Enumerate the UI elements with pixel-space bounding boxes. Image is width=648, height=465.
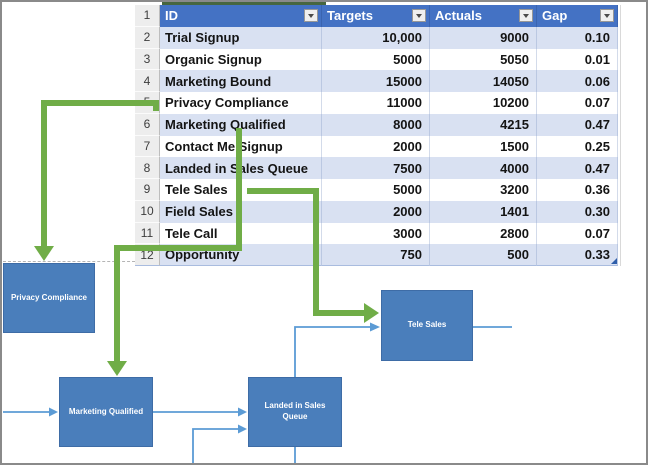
flow-box-landed-sales-queue[interactable]: Landed in Sales Queue bbox=[248, 377, 342, 447]
cell-actuals[interactable]: 3200 bbox=[430, 179, 537, 201]
cell-gap[interactable]: 0.25 bbox=[537, 135, 618, 158]
column-header-id[interactable]: ID bbox=[160, 5, 322, 27]
flow-arrow-bottom-into-landed[interactable] bbox=[192, 424, 247, 464]
row-header[interactable]: 3 bbox=[135, 48, 160, 71]
cell-targets[interactable]: 7500 bbox=[322, 157, 430, 179]
cell-gap[interactable]: 0.33 bbox=[537, 244, 618, 266]
cell-actuals[interactable]: 4215 bbox=[430, 113, 537, 136]
cell-targets[interactable]: 11000 bbox=[322, 92, 430, 114]
flow-box-privacy-compliance[interactable]: Privacy Compliance bbox=[3, 263, 95, 333]
filter-button[interactable] bbox=[519, 9, 533, 23]
cell-id[interactable]: Privacy Compliance bbox=[160, 92, 322, 114]
row-header[interactable]: 9 bbox=[135, 179, 160, 201]
cell-actuals[interactable]: 4000 bbox=[430, 157, 537, 179]
cell-actuals[interactable]: 9000 bbox=[430, 26, 537, 49]
cell-gap[interactable]: 0.06 bbox=[537, 70, 618, 92]
row-header[interactable]: 1 bbox=[135, 5, 160, 27]
cell-id[interactable]: Organic Signup bbox=[160, 48, 322, 71]
cell-targets[interactable]: 2000 bbox=[322, 200, 430, 223]
flow-box-marketing-qualified[interactable]: Marketing Qualified bbox=[59, 377, 153, 447]
connector-row9-to-tele-sales[interactable] bbox=[247, 188, 379, 323]
cell-gap[interactable]: 0.07 bbox=[537, 92, 618, 114]
filter-button[interactable] bbox=[304, 9, 318, 23]
flow-box-label: Marketing Qualified bbox=[68, 406, 144, 416]
cell-id[interactable]: Marketing Qualified bbox=[160, 113, 322, 136]
cell-targets[interactable]: 2000 bbox=[322, 135, 430, 158]
flow-box-tele-sales[interactable]: Tele Sales bbox=[381, 290, 473, 361]
cell-actuals[interactable]: 10200 bbox=[430, 92, 537, 114]
column-header-targets[interactable]: Targets bbox=[322, 5, 430, 27]
cell-gap[interactable]: 0.10 bbox=[537, 26, 618, 49]
cell-gap[interactable]: 0.01 bbox=[537, 48, 618, 71]
flow-box-label: Tele Sales bbox=[407, 320, 447, 330]
cell-id[interactable]: Marketing Bound bbox=[160, 70, 322, 92]
row-header[interactable]: 11 bbox=[135, 222, 160, 245]
connector-row5-to-privacy-compliance[interactable] bbox=[34, 100, 159, 261]
flow-arrow-into-marketing-qualified[interactable] bbox=[3, 407, 58, 417]
cell-actuals[interactable]: 2800 bbox=[430, 222, 537, 245]
cell-gap[interactable]: 0.07 bbox=[537, 222, 618, 245]
cell-targets[interactable]: 10,000 bbox=[322, 26, 430, 49]
row-header[interactable]: 7 bbox=[135, 135, 160, 158]
cell-targets[interactable]: 8000 bbox=[322, 113, 430, 136]
flow-arrow-marketing-qualified-to-landed[interactable] bbox=[153, 407, 247, 417]
cell-targets[interactable]: 5000 bbox=[322, 179, 430, 201]
flow-box-label: Privacy Compliance bbox=[10, 292, 88, 302]
filter-dropdown-icon bbox=[523, 13, 529, 18]
table-resize-handle[interactable] bbox=[611, 258, 617, 264]
filter-button[interactable] bbox=[412, 9, 426, 23]
cell-actuals[interactable]: 1401 bbox=[430, 200, 537, 223]
cell-targets[interactable]: 3000 bbox=[322, 222, 430, 245]
cell-targets[interactable]: 750 bbox=[322, 244, 430, 266]
cell-actuals[interactable]: 14050 bbox=[430, 70, 537, 92]
cell-actuals[interactable]: 5050 bbox=[430, 48, 537, 71]
row-header[interactable]: 2 bbox=[135, 26, 160, 49]
row-header[interactable]: 10 bbox=[135, 200, 160, 223]
flow-arrow-landed-to-tele-sales[interactable] bbox=[294, 322, 380, 378]
cell-gap[interactable]: 0.36 bbox=[537, 179, 618, 201]
cell-actuals[interactable]: 1500 bbox=[430, 135, 537, 158]
header-top-border-line bbox=[162, 2, 326, 5]
cell-targets[interactable]: 15000 bbox=[322, 70, 430, 92]
spreadsheet-table: 1 ID Targets Actuals Gap 2 Trial Signup … bbox=[135, 5, 618, 266]
row-header[interactable]: 8 bbox=[135, 157, 160, 179]
filter-button[interactable] bbox=[600, 9, 614, 23]
filter-dropdown-icon bbox=[604, 13, 610, 18]
sheet-gridline bbox=[620, 5, 621, 266]
cell-actuals[interactable]: 500 bbox=[430, 244, 537, 266]
row-header[interactable]: 4 bbox=[135, 70, 160, 92]
cell-gap[interactable]: 0.47 bbox=[537, 157, 618, 179]
cell-gap[interactable]: 0.30 bbox=[537, 200, 618, 223]
page-break-dashed-line bbox=[3, 261, 135, 262]
column-header-actuals[interactable]: Actuals bbox=[430, 5, 537, 27]
cell-id[interactable]: Trial Signup bbox=[160, 26, 322, 49]
filter-dropdown-icon bbox=[308, 13, 314, 18]
cell-gap[interactable]: 0.47 bbox=[537, 113, 618, 136]
row-header[interactable]: 6 bbox=[135, 113, 160, 136]
filter-dropdown-icon bbox=[416, 13, 422, 18]
cell-targets[interactable]: 5000 bbox=[322, 48, 430, 71]
flow-box-label: Landed in Sales Queue bbox=[264, 401, 326, 421]
connector-row6-to-marketing-qualified[interactable] bbox=[107, 128, 242, 376]
column-header-gap[interactable]: Gap bbox=[537, 5, 618, 27]
